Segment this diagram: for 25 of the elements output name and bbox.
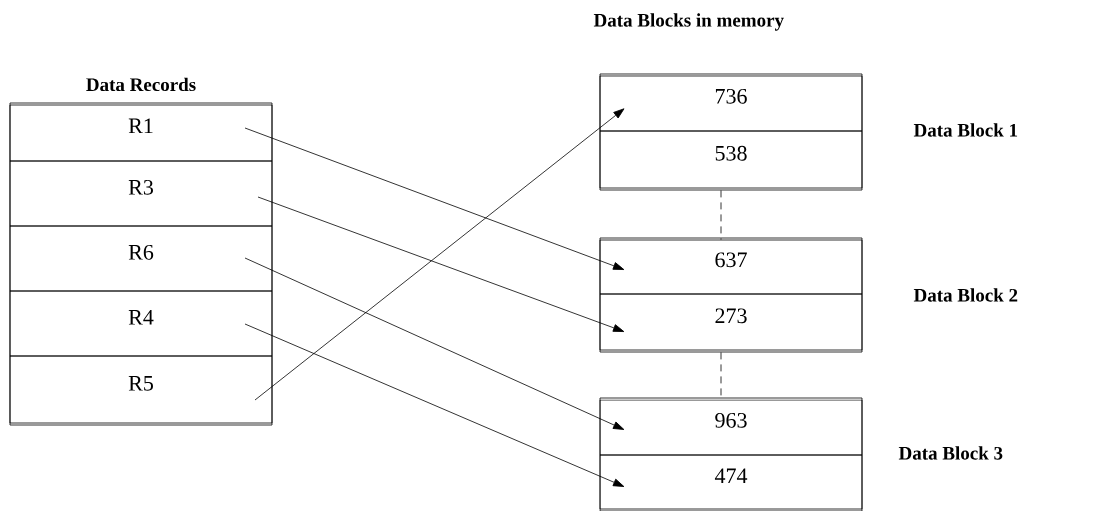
table-cell: R6 bbox=[9, 225, 273, 292]
table-cell: R4 bbox=[9, 290, 273, 357]
heading: Data Block 3 bbox=[898, 446, 1003, 460]
arrow bbox=[244, 127, 625, 270]
data-block bbox=[599, 239, 863, 353]
arrow bbox=[257, 196, 625, 332]
table-cell: R1 bbox=[9, 102, 273, 162]
arrow bbox=[244, 323, 625, 487]
table-cell: R3 bbox=[9, 160, 273, 227]
table-cell: 474 bbox=[599, 454, 863, 510]
table-cell: 963 bbox=[599, 397, 863, 456]
arrow bbox=[254, 108, 625, 401]
table-cell: 538 bbox=[599, 130, 863, 189]
dashed-line bbox=[720, 190, 722, 240]
table-cell: 273 bbox=[599, 293, 863, 351]
heading: Data Blocks in memory bbox=[593, 13, 784, 31]
data-block bbox=[599, 399, 863, 511]
heading: Data Block 2 bbox=[913, 288, 1018, 302]
data-block bbox=[599, 75, 863, 191]
arrow bbox=[244, 257, 625, 430]
heading: Data Block 1 bbox=[913, 123, 1018, 137]
node-label: Data Records bbox=[86, 77, 196, 92]
table-cell: 637 bbox=[599, 237, 863, 295]
table-cell: 736 bbox=[599, 73, 863, 132]
table-cell: R5 bbox=[9, 355, 273, 424]
